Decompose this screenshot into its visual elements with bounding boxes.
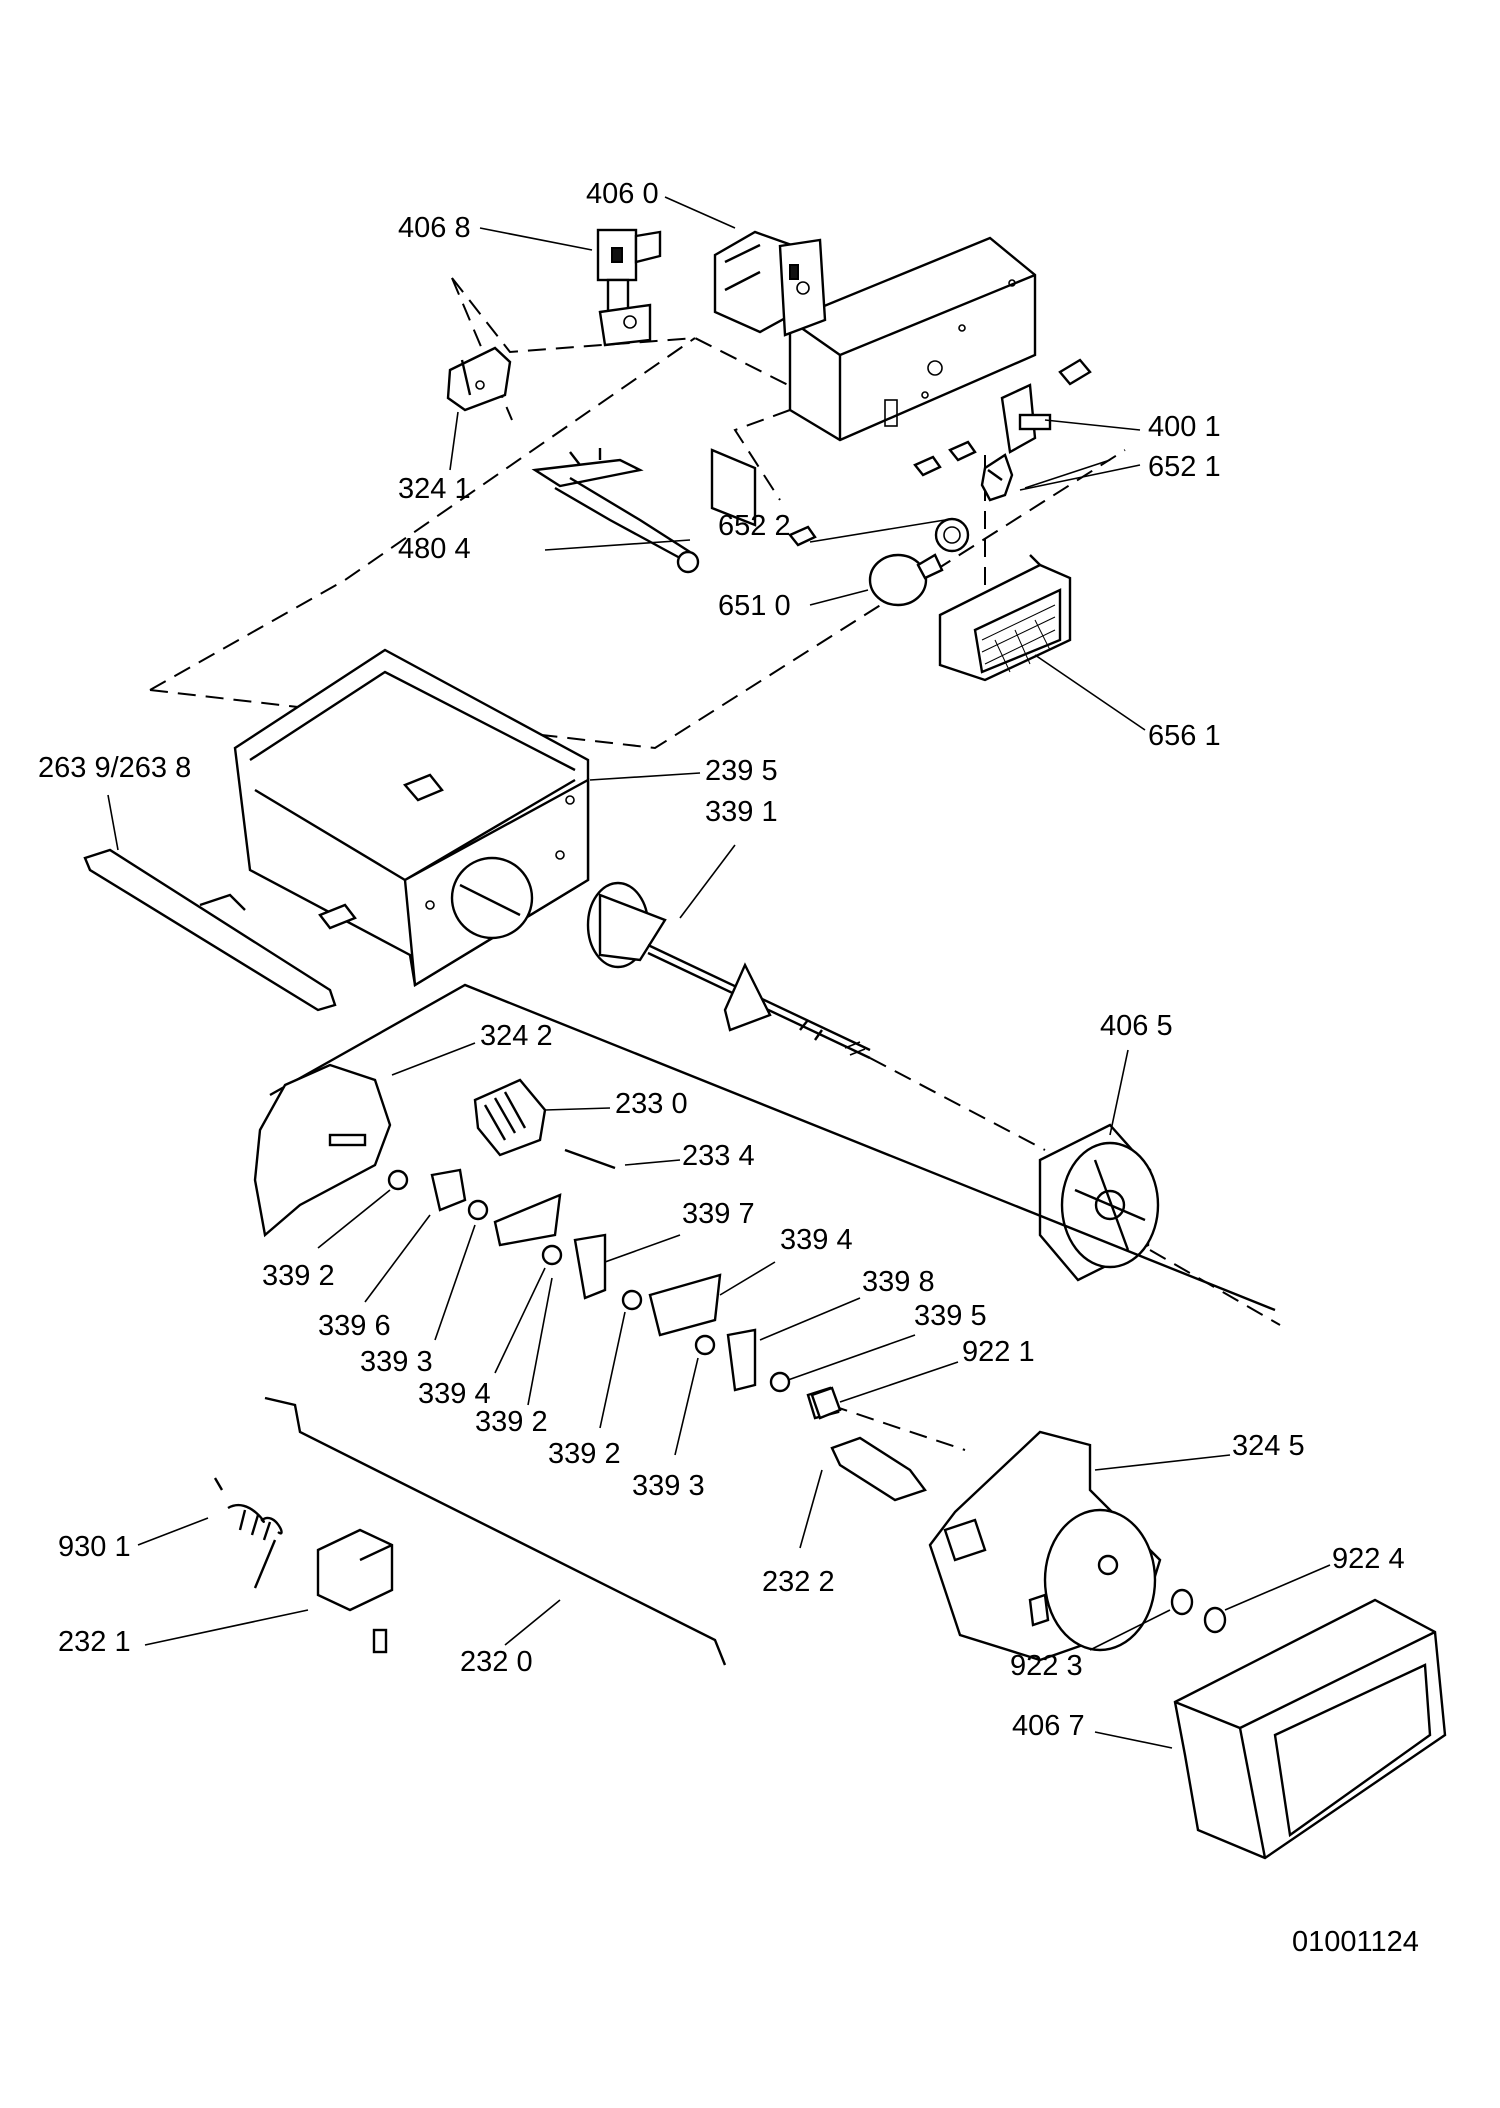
nut-922-1: [810, 1386, 842, 1420]
callout-922-3: 922 3: [1010, 1650, 1083, 1682]
callout-339-2-b: 339 2: [475, 1406, 548, 1438]
callout-339-5: 339 5: [914, 1300, 987, 1332]
callout-406-5: 406 5: [1100, 1010, 1173, 1042]
callout-324-2: 324 2: [480, 1020, 553, 1052]
bracket-324-1: [446, 346, 512, 412]
washer-922-3: [1170, 1588, 1194, 1616]
callout-922-4: 922 4: [1332, 1543, 1405, 1575]
light-shield-656-1: [938, 554, 1072, 682]
callout-339-8: 339 8: [862, 1266, 935, 1298]
callout-263-9-263-8: 263 9/263 8: [38, 752, 192, 784]
callout-339-2-c: 339 2: [548, 1438, 621, 1470]
callout-339-4-b: 339 4: [418, 1378, 491, 1410]
light-bulb-651-0: [868, 553, 944, 607]
clip-922-4: [1203, 1606, 1227, 1634]
callout-339-3-a: 339 3: [360, 1346, 433, 1378]
callout-239-5: 239 5: [705, 755, 778, 787]
spring-930-1: [213, 1477, 283, 1589]
callout-922-1: 922 1: [962, 1336, 1035, 1368]
callout-324-5: 324 5: [1232, 1430, 1305, 1462]
callout-339-1: 339 1: [705, 796, 778, 828]
pin-233-4: [564, 1148, 616, 1170]
callout-339-4-a: 339 4: [780, 1224, 853, 1256]
callout-232-1: 232 1: [58, 1626, 131, 1658]
mounting-plate: [710, 448, 757, 527]
clip-232-1: [316, 1528, 394, 1654]
callout-339-6: 339 6: [318, 1310, 391, 1342]
document-id: 01001124: [1292, 1926, 1419, 1958]
callout-233-0: 233 0: [615, 1088, 688, 1120]
control-box-housing: [788, 236, 1037, 442]
bucket-rail-263-9: [83, 848, 337, 1012]
screws-top: [788, 358, 1092, 547]
callout-324-1: 324 1: [398, 473, 471, 505]
auger-motor-324-5: [928, 1430, 1162, 1662]
bracket-400-1: [1000, 383, 1052, 454]
callout-232-0: 232 0: [460, 1646, 533, 1678]
callout-930-1: 930 1: [58, 1531, 131, 1563]
callout-652-1: 652 1: [1148, 451, 1221, 483]
rod-232-0: [264, 1396, 727, 1666]
timer-motor-406-0: [713, 230, 827, 337]
motor-cover-406-7: [1173, 1598, 1447, 1860]
dashed-outline-lower: [269, 983, 1281, 1451]
leader-arrows: [107, 196, 1331, 1749]
lamp-socket-652-1: [980, 453, 1014, 502]
callout-232-2: 232 2: [762, 1566, 835, 1598]
dispenser-drum-406-5: [1038, 1123, 1160, 1282]
blade-washer-cluster: [387, 1168, 840, 1420]
auger-339-1: [586, 881, 871, 1060]
callout-339-2-a: 339 2: [262, 1260, 335, 1292]
callout-406-0: 406 0: [586, 178, 659, 210]
ice-bucket-239-5: [233, 648, 590, 988]
callout-652-2: 652 2: [718, 510, 791, 542]
callout-406-7: 406 7: [1012, 1710, 1085, 1742]
plate-324-2: [253, 1063, 392, 1238]
lever-232-2: [830, 1436, 927, 1502]
callout-406-8: 406 8: [398, 212, 471, 244]
ice-crusher-block-233-0: [473, 1078, 547, 1157]
wiring-harness-480-4: [531, 448, 700, 574]
callout-480-4: 480 4: [398, 533, 471, 565]
callout-400-1: 400 1: [1148, 411, 1221, 443]
water-valve-solenoid-406-8: [596, 228, 662, 347]
bulb-holder-652-2: [934, 517, 970, 553]
callout-339-7: 339 7: [682, 1198, 755, 1230]
callout-651-0: 651 0: [718, 590, 791, 622]
callout-339-3-b: 339 3: [632, 1470, 705, 1502]
callout-233-4: 233 4: [682, 1140, 755, 1172]
callout-656-1: 656 1: [1148, 720, 1221, 752]
